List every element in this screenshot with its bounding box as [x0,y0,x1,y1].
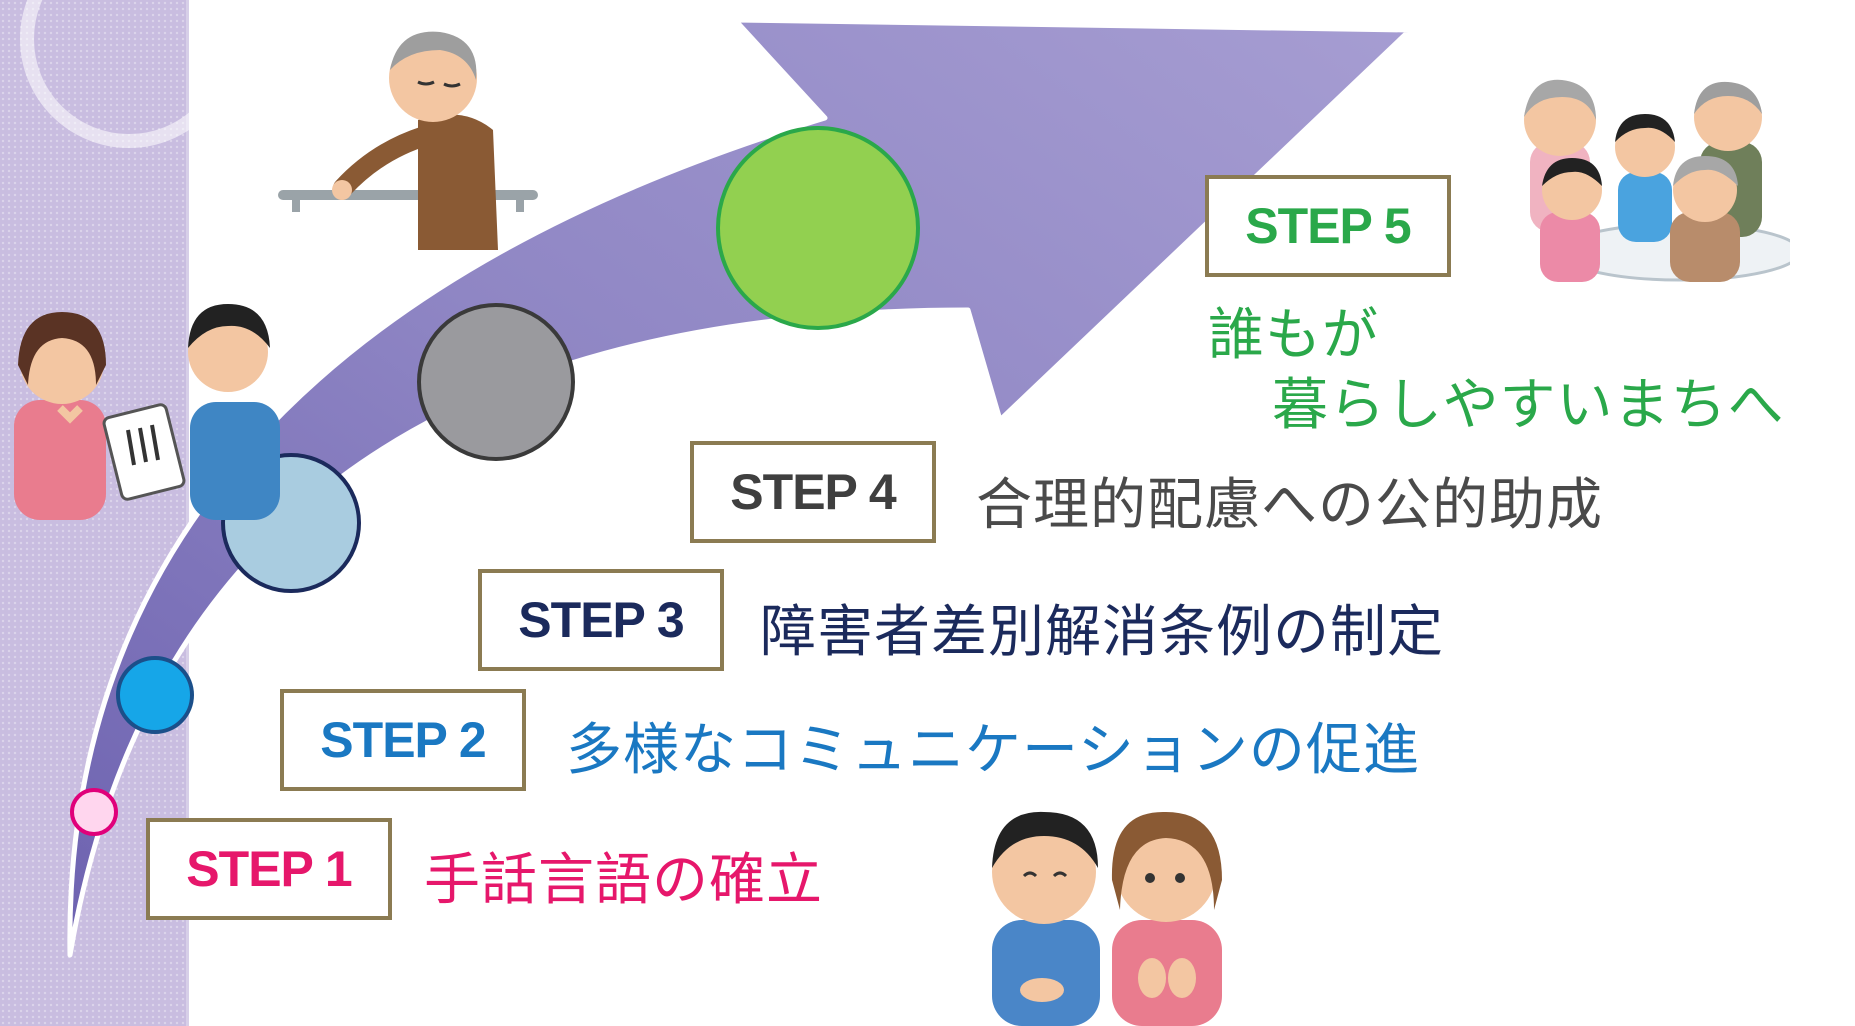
step2-label: STEP 2 [280,689,526,791]
step2-dot [116,656,194,734]
progress-arrow [67,17,1413,958]
step3-label: STEP 3 [478,569,724,671]
writing-conversation-pair-icon [14,304,280,520]
step1-dot [70,788,118,836]
step2-description: 多様なコミュニケーションの促進 [566,718,1420,783]
step5-description-line2: 暮らしやすいまちへ [1272,373,1785,438]
sign-language-pair-icon [992,811,1222,1026]
step4-dot [417,303,575,461]
step4-description: 合理的配慮への公的助成 [976,473,1603,538]
step5-label: STEP 5 [1205,175,1451,277]
step1-label: STEP 1 [146,818,392,920]
step3-description: 障害者差別解消条例の制定 [760,600,1444,665]
family-at-table-icon [1524,79,1790,282]
step4-label: STEP 4 [690,441,936,543]
elderly-man-with-handrail-icon [278,31,538,250]
step1-description: 手話言語の確立 [424,848,823,913]
step5-description-line1: 誰もが [1208,303,1379,368]
step5-dot [716,126,920,330]
